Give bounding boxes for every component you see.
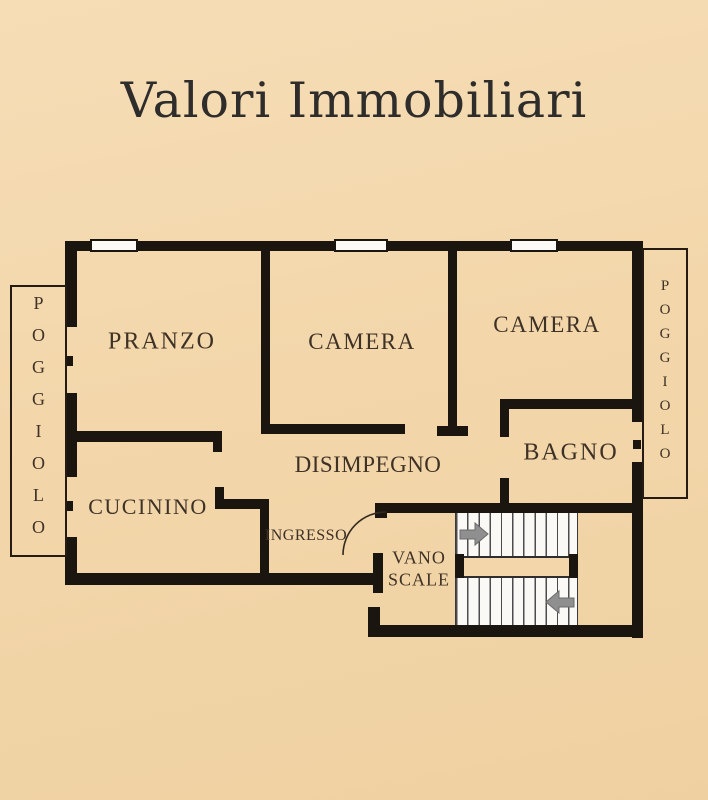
wall-ingresso-west: [260, 499, 269, 579]
wall-bagno-west-lower: [500, 478, 509, 513]
wall-cucinino-east-stub: [215, 487, 224, 509]
room-label-camera-mid: CAMERA: [308, 329, 416, 354]
balcony-right-label: POGGIOLO: [657, 277, 673, 470]
balcony-left-outline: POGGIOLO: [10, 285, 67, 557]
stair-landing: [455, 556, 578, 578]
room-label-bagno: BAGNO: [523, 439, 619, 466]
room-label-disimpegno: DISIMPEGNO: [294, 452, 442, 477]
wall-camera-mid-south: [261, 424, 405, 434]
balcony-left-label: POGGIOLO: [28, 293, 49, 549]
stair-landing-end-left: [455, 554, 464, 580]
window-symbol-3: [510, 239, 558, 252]
wall-cucinino-north: [65, 431, 222, 442]
stair-flight-upper: [455, 513, 578, 556]
ext-wall-right-lower: [632, 462, 643, 638]
window-symbol-1: [90, 239, 138, 252]
balcony-right-outline: POGGIOLO: [642, 248, 688, 499]
ext-wall-left-upper: [65, 241, 77, 327]
wall-cucinino-east-upper: [213, 431, 222, 452]
wall-bagno-west-upper: [500, 399, 509, 437]
stair-landing-end-right: [569, 554, 578, 580]
wall-stairwell-west-upper: [373, 553, 383, 593]
room-label-pranzo: PRANZO: [107, 328, 217, 355]
opening-tick-pranzo-balcony: [65, 356, 73, 366]
brand-header: Valori Immobiliari: [0, 0, 708, 200]
opening-tick-cucinino-balcony: [65, 501, 73, 511]
brand-title: Valori Immobiliari: [120, 71, 588, 129]
wall-stairwell-north: [378, 503, 643, 513]
wall-stairwell-south: [368, 625, 643, 637]
wall-cucinino-jog: [215, 499, 268, 509]
wall-camera-camera: [448, 251, 457, 426]
door-swing-arc: [342, 511, 387, 556]
wall-entry-door-jamb: [375, 503, 387, 518]
room-label-camera-right: CAMERA: [493, 312, 601, 337]
ext-wall-bottom: [65, 573, 383, 585]
wall-bagno-north: [502, 399, 632, 409]
wall-camera-end-cap: [437, 426, 468, 436]
room-label-vano-scale-1: VANO: [392, 547, 446, 568]
room-label-cucinino: CUCININO: [88, 494, 208, 519]
ext-wall-right-upper: [632, 241, 642, 422]
opening-tick-bagno-balcony: [633, 440, 641, 449]
wall-pranzo-camera: [261, 251, 270, 434]
stair-flight-lower: [455, 578, 578, 625]
room-label-ingresso: INGRESSO: [264, 527, 348, 544]
room-label-vano-scale-2: SCALE: [387, 569, 451, 590]
window-symbol-2: [334, 239, 388, 252]
